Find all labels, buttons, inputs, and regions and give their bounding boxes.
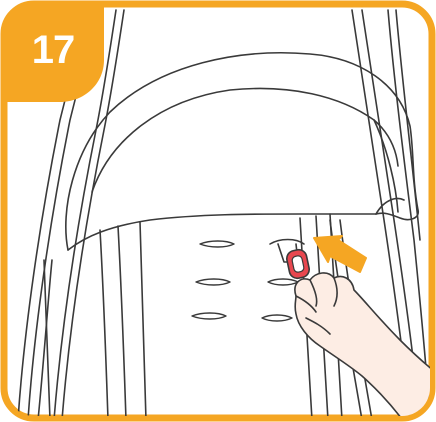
step-number: 17 bbox=[20, 22, 86, 78]
